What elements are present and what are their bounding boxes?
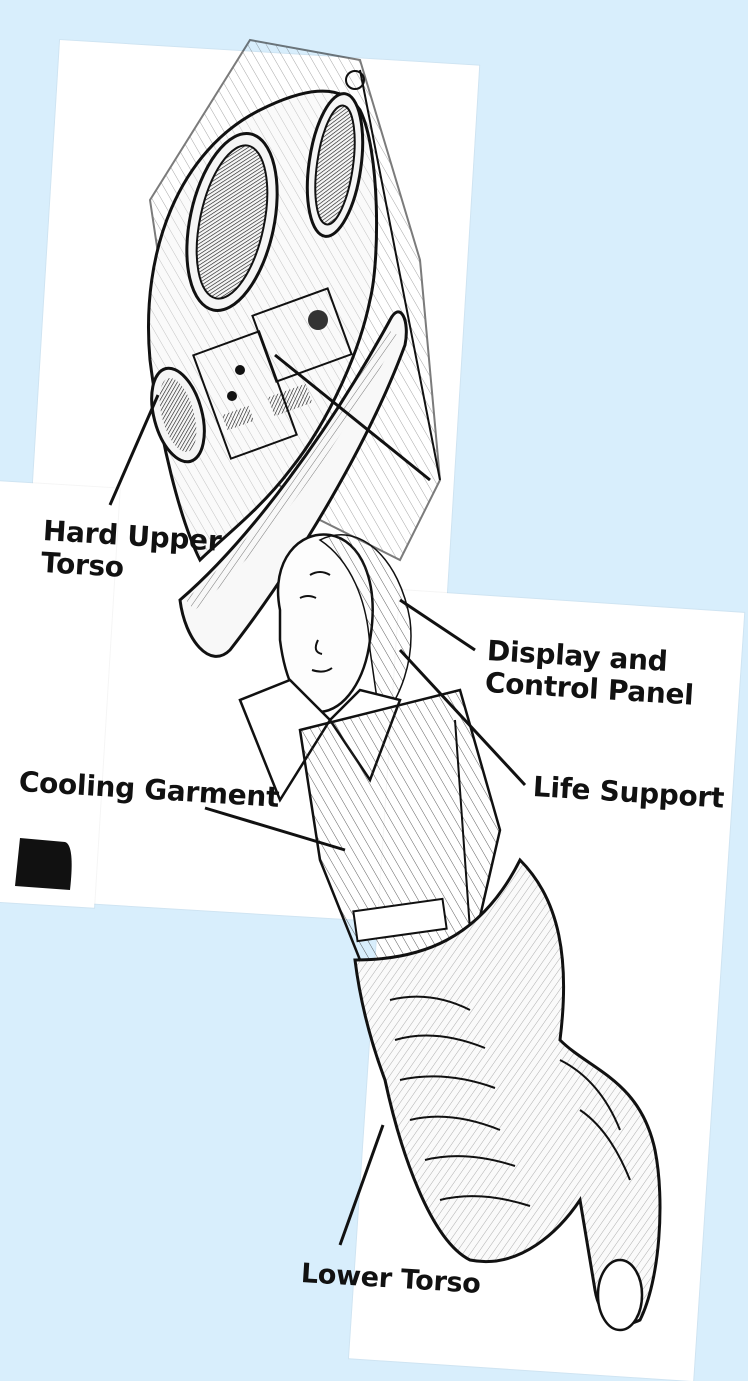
dark-corner-tab (15, 838, 72, 890)
leader-lower-torso (340, 1125, 383, 1245)
leader-hard-upper-torso (110, 395, 158, 505)
label-display-control-panel: Display and Control Panel (484, 635, 696, 712)
label-hard-upper-torso: Hard Upper Torso (40, 515, 222, 590)
cooling-garment-body (300, 690, 500, 960)
